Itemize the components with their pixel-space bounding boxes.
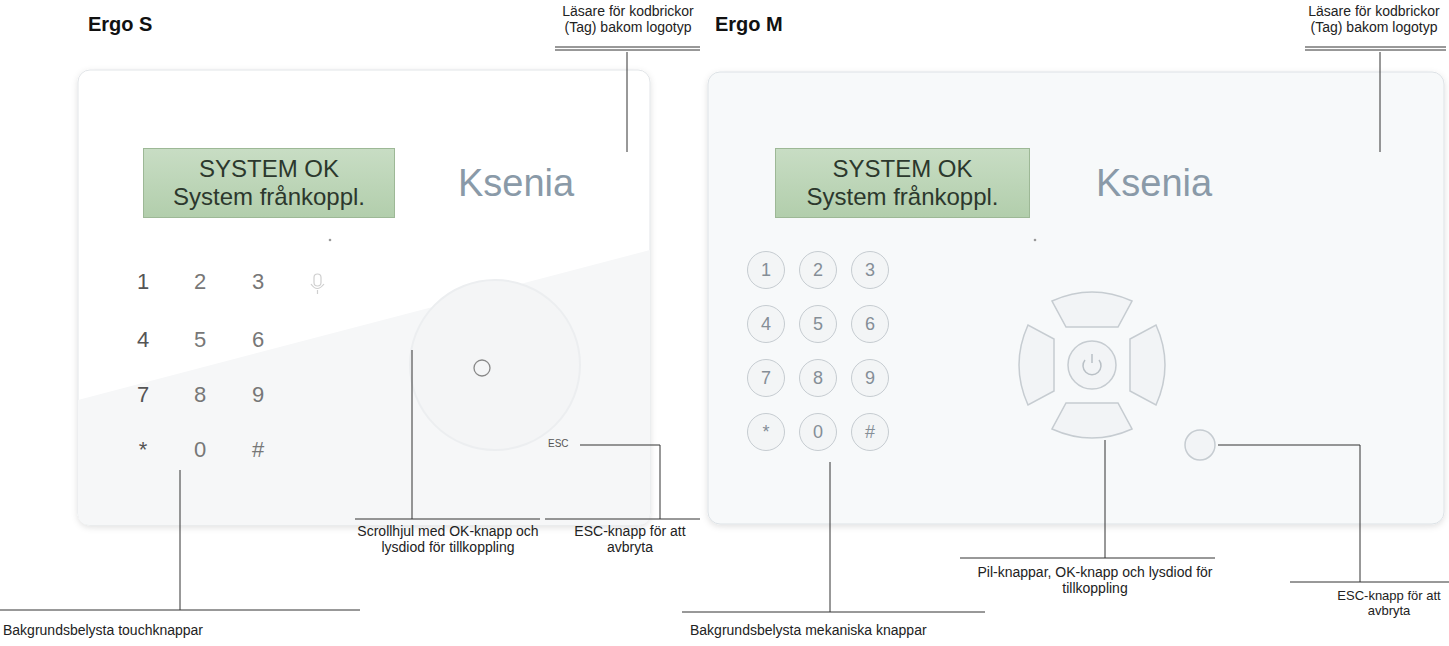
key-label: 3 [243, 268, 273, 296]
key-button: # [851, 413, 889, 451]
key-label: 8 [813, 368, 823, 389]
display-text: System frånkoppl. [806, 183, 998, 211]
callout-text: Läsare för kodbrickor (Tag) bakom logoty… [553, 3, 703, 35]
arrow-key [1019, 325, 1054, 405]
brand-logo: Ksenia [1096, 162, 1236, 204]
key-button: 3 [851, 251, 889, 289]
callout-text: Scrollhjul med OK-knapp och lysdiod för … [352, 523, 544, 555]
leader-line [830, 462, 831, 612]
leader-line [580, 445, 660, 519]
led-dot [1034, 239, 1037, 242]
arrow-key [1052, 403, 1132, 438]
arrow-key [1130, 325, 1165, 405]
key-button: 1 [747, 251, 785, 289]
key-button: 9 [851, 359, 889, 397]
leader-line [1290, 582, 1449, 583]
underline [555, 47, 700, 48]
key-label: 4 [761, 314, 771, 335]
key-label: 2 [813, 260, 823, 281]
callout-text: Bakgrundsbelysta mekaniska knappar [690, 622, 1010, 638]
key-button: 4 [747, 305, 785, 343]
key-label: 9 [243, 381, 273, 409]
underline [1305, 47, 1446, 48]
callout-text: ESC-knapp för att avbryta [560, 523, 700, 555]
callout-text: Pil-knappar, OK-knapp och lysdiod för ti… [972, 564, 1218, 596]
leader-lines [0, 47, 1449, 612]
led-dot [329, 239, 332, 242]
display-text: System frånkoppl. [173, 183, 365, 211]
key-label: 5 [813, 314, 823, 335]
leader-line [412, 350, 413, 519]
key-label: 5 [185, 326, 215, 354]
callout-text: Läsare för kodbrickor (Tag) bakom logoty… [1301, 3, 1447, 35]
ok-led [1083, 354, 1101, 375]
esc-button [1185, 430, 1215, 460]
key-label: 9 [865, 368, 875, 389]
key-label: 2 [185, 268, 215, 296]
leader-line [960, 558, 1215, 559]
leader-line [355, 519, 540, 520]
arrow-key [1052, 292, 1132, 327]
key-label: 8 [185, 381, 215, 409]
leader-line [1218, 445, 1360, 582]
key-label: * [128, 436, 158, 464]
key-button: * [747, 413, 785, 451]
key-label: 4 [128, 326, 158, 354]
lcd-display: SYSTEM OKSystem frånkoppl. [143, 148, 395, 218]
callout-text: ESC-knapp för att avbryta [1331, 588, 1447, 618]
key-label: 3 [865, 260, 875, 281]
key-button: 0 [799, 413, 837, 451]
key-label: 0 [185, 436, 215, 464]
scroll-wheel [410, 280, 580, 450]
underline [555, 50, 700, 51]
key-label: 6 [243, 326, 273, 354]
key-label: # [865, 422, 875, 443]
key-label: 7 [128, 381, 158, 409]
microphone-icon [314, 274, 321, 286]
key-label: 1 [128, 268, 158, 296]
keypad-housing: Ergo MSYSTEM OKSystem frånkoppl.12345678… [708, 72, 1444, 524]
microphone-icon [311, 284, 324, 294]
housing-outline [78, 70, 650, 525]
leader-line [180, 470, 181, 610]
leader-line [627, 52, 628, 152]
key-label: # [243, 436, 273, 464]
esc-label: ESC [548, 438, 578, 450]
lcd-display: SYSTEM OKSystem frånkoppl. [775, 148, 1030, 218]
leader-line [682, 612, 985, 613]
key-label: 6 [865, 314, 875, 335]
key-label: 7 [761, 368, 771, 389]
display-text: SYSTEM OK [199, 155, 339, 183]
key-label: 0 [813, 422, 823, 443]
brand-logo: Ksenia [458, 162, 598, 204]
housing-outline [708, 72, 1444, 524]
key-button: 5 [799, 305, 837, 343]
key-button: 2 [799, 251, 837, 289]
ok-key [1068, 341, 1116, 389]
key-button: 6 [851, 305, 889, 343]
leader-line [1380, 52, 1381, 152]
key-label: 1 [761, 260, 771, 281]
model-heading: Ergo M [715, 13, 783, 36]
leader-line [1105, 440, 1106, 558]
underline [1305, 50, 1446, 51]
display-text: SYSTEM OK [832, 155, 972, 183]
callout-text: Bakgrundsbelysta touchknappar [3, 622, 323, 638]
ok-led [474, 360, 490, 376]
gloss-shade [78, 250, 650, 525]
model-heading: Ergo S [88, 13, 152, 36]
keypad-housing: Ergo SSYSTEM OKSystem frånkoppl. [78, 70, 650, 525]
key-label: * [762, 422, 769, 443]
key-button: 7 [747, 359, 785, 397]
arrow-keys [1019, 292, 1165, 438]
leader-line [545, 519, 700, 520]
key-button: 8 [799, 359, 837, 397]
